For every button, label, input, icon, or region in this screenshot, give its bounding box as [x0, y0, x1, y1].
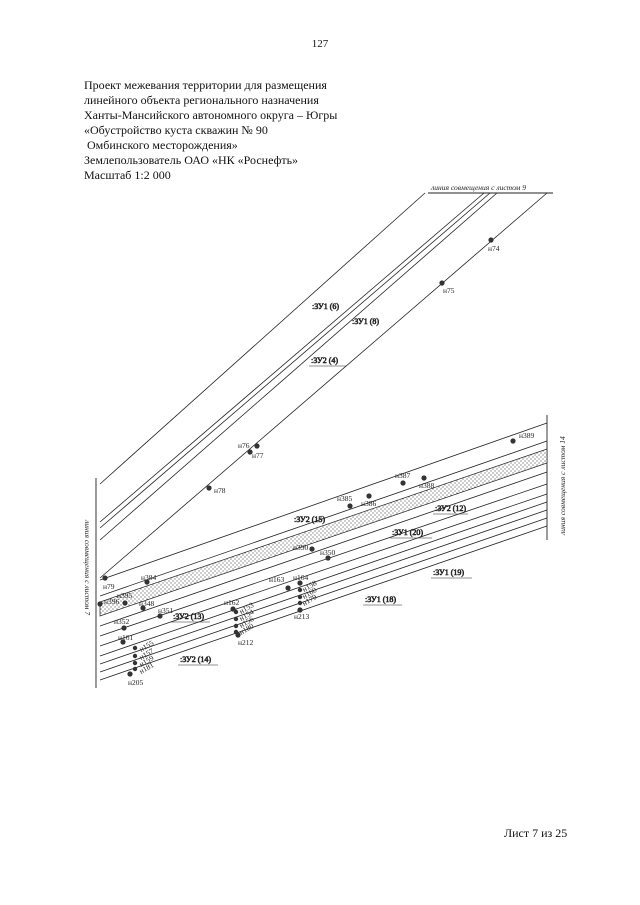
- point-label: н388: [419, 481, 435, 490]
- point-label: н78: [214, 486, 226, 495]
- parcel-zu2-4: :ЗУ2 (4): [311, 356, 338, 365]
- point-label: н396: [104, 597, 120, 606]
- point-label: н385: [337, 494, 353, 503]
- title-block: Проект межевания территории для размещен…: [84, 78, 404, 183]
- point-label: н384: [141, 573, 157, 582]
- parcel-zu1-8: :ЗУ1 (8): [352, 317, 379, 326]
- parcel-zu1-6: :ЗУ1 (6): [312, 302, 339, 311]
- point-label: н76: [238, 441, 250, 450]
- parcel-labels: :ЗУ1 (6) :ЗУ1 (8) :ЗУ2 (4) :ЗУ2 (15) :ЗУ…: [171, 302, 472, 666]
- title-line: Омбинского месторождения»: [84, 138, 238, 152]
- point-label: н352: [114, 617, 130, 626]
- point-label: н79: [103, 582, 115, 591]
- parcel-zu2-15: :ЗУ2 (15): [294, 515, 325, 524]
- point-label: н205: [128, 678, 144, 687]
- match-label-left: линия совмещения с листом 7: [83, 519, 92, 615]
- match-label-right: линия совмещения с листом 14: [558, 436, 567, 536]
- point-label: н350: [320, 548, 336, 557]
- point-label: н389: [519, 431, 535, 440]
- point-label: н161: [118, 633, 134, 642]
- title-line: Проект межевания территории для размещен…: [84, 78, 327, 92]
- point-label: н75: [443, 286, 455, 295]
- parcel-zu2-13: :ЗУ2 (13): [173, 612, 204, 621]
- point-label: н387: [395, 471, 411, 480]
- upper-corridor-lines: [99, 192, 548, 579]
- point-label: н213: [294, 612, 310, 621]
- title-line: линейного объекта регионального назначен…: [84, 93, 319, 107]
- point-label: н162: [224, 598, 240, 607]
- point-label: н164: [293, 573, 309, 582]
- point-label: н212: [238, 638, 254, 647]
- land-user-line: Землепользователь ОАО «НК «Роснефть»: [84, 153, 299, 167]
- survey-points: [97, 237, 516, 677]
- point-label: н163: [269, 575, 285, 584]
- point-label: н351: [158, 606, 174, 615]
- sheet-number: Лист 7 из 25: [504, 826, 568, 840]
- point-label: н386: [361, 499, 377, 508]
- parcel-zu1-20: :ЗУ1 (20): [392, 528, 423, 537]
- point-label: н74: [488, 244, 500, 253]
- point-label: н395: [117, 591, 133, 600]
- point-label: н77: [252, 451, 264, 460]
- parcel-zu1-19: :ЗУ1 (19): [433, 568, 464, 577]
- parcel-zu2-14: :ЗУ2 (14): [180, 655, 211, 664]
- scale-line: Масштаб 1:2 000: [84, 168, 171, 182]
- parcel-zu2-12: :ЗУ2 (12): [435, 504, 466, 513]
- match-label-top: линия совмещения с листом 9: [430, 183, 526, 192]
- point-label: н348: [139, 599, 155, 608]
- point-label: н390: [293, 543, 309, 552]
- page-number: 127: [311, 38, 329, 50]
- hatched-strip: [99, 448, 548, 617]
- lower-band-lines: [99, 422, 548, 681]
- title-line: «Обустройство куста скважин № 90: [84, 123, 268, 137]
- title-line: Ханты-Мансийского автономного округа – Ю…: [84, 108, 338, 122]
- parcel-zu1-18: :ЗУ1 (18): [365, 595, 396, 604]
